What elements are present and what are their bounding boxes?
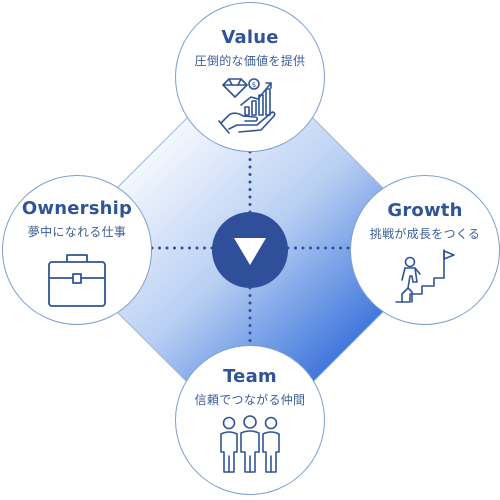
dotted-connectors [150, 150, 352, 354]
node-value: Value 圧倒的な価値を提供 $ [175, 2, 325, 152]
center-badge [212, 212, 288, 288]
node-title-value: Value [221, 27, 279, 48]
three-people-icon [220, 415, 280, 473]
briefcase-icon [48, 254, 106, 307]
node-subtitle-ownership: 夢中になれる仕事 [27, 225, 127, 239]
down-triangle-icon [234, 238, 266, 265]
diamond-growth-hand-icon: $ [218, 78, 276, 134]
svg-text:$: $ [252, 81, 256, 89]
node-ownership: Ownership 夢中になれる仕事 [2, 175, 152, 325]
node-title-team: Team [223, 366, 277, 387]
node-growth: Growth 挑戦が成長をつくる [350, 175, 500, 325]
node-title-growth: Growth [387, 200, 463, 221]
node-title-ownership: Ownership [21, 198, 133, 219]
climbing-stairs-flag-icon [395, 249, 455, 303]
node-team: Team 信頼でつながる仲間 [175, 345, 325, 495]
node-subtitle-team: 信頼でつながる仲間 [194, 393, 306, 407]
node-subtitle-value: 圧倒的な価値を提供 [194, 54, 306, 68]
node-subtitle-growth: 挑戦が成長をつくる [369, 227, 481, 241]
